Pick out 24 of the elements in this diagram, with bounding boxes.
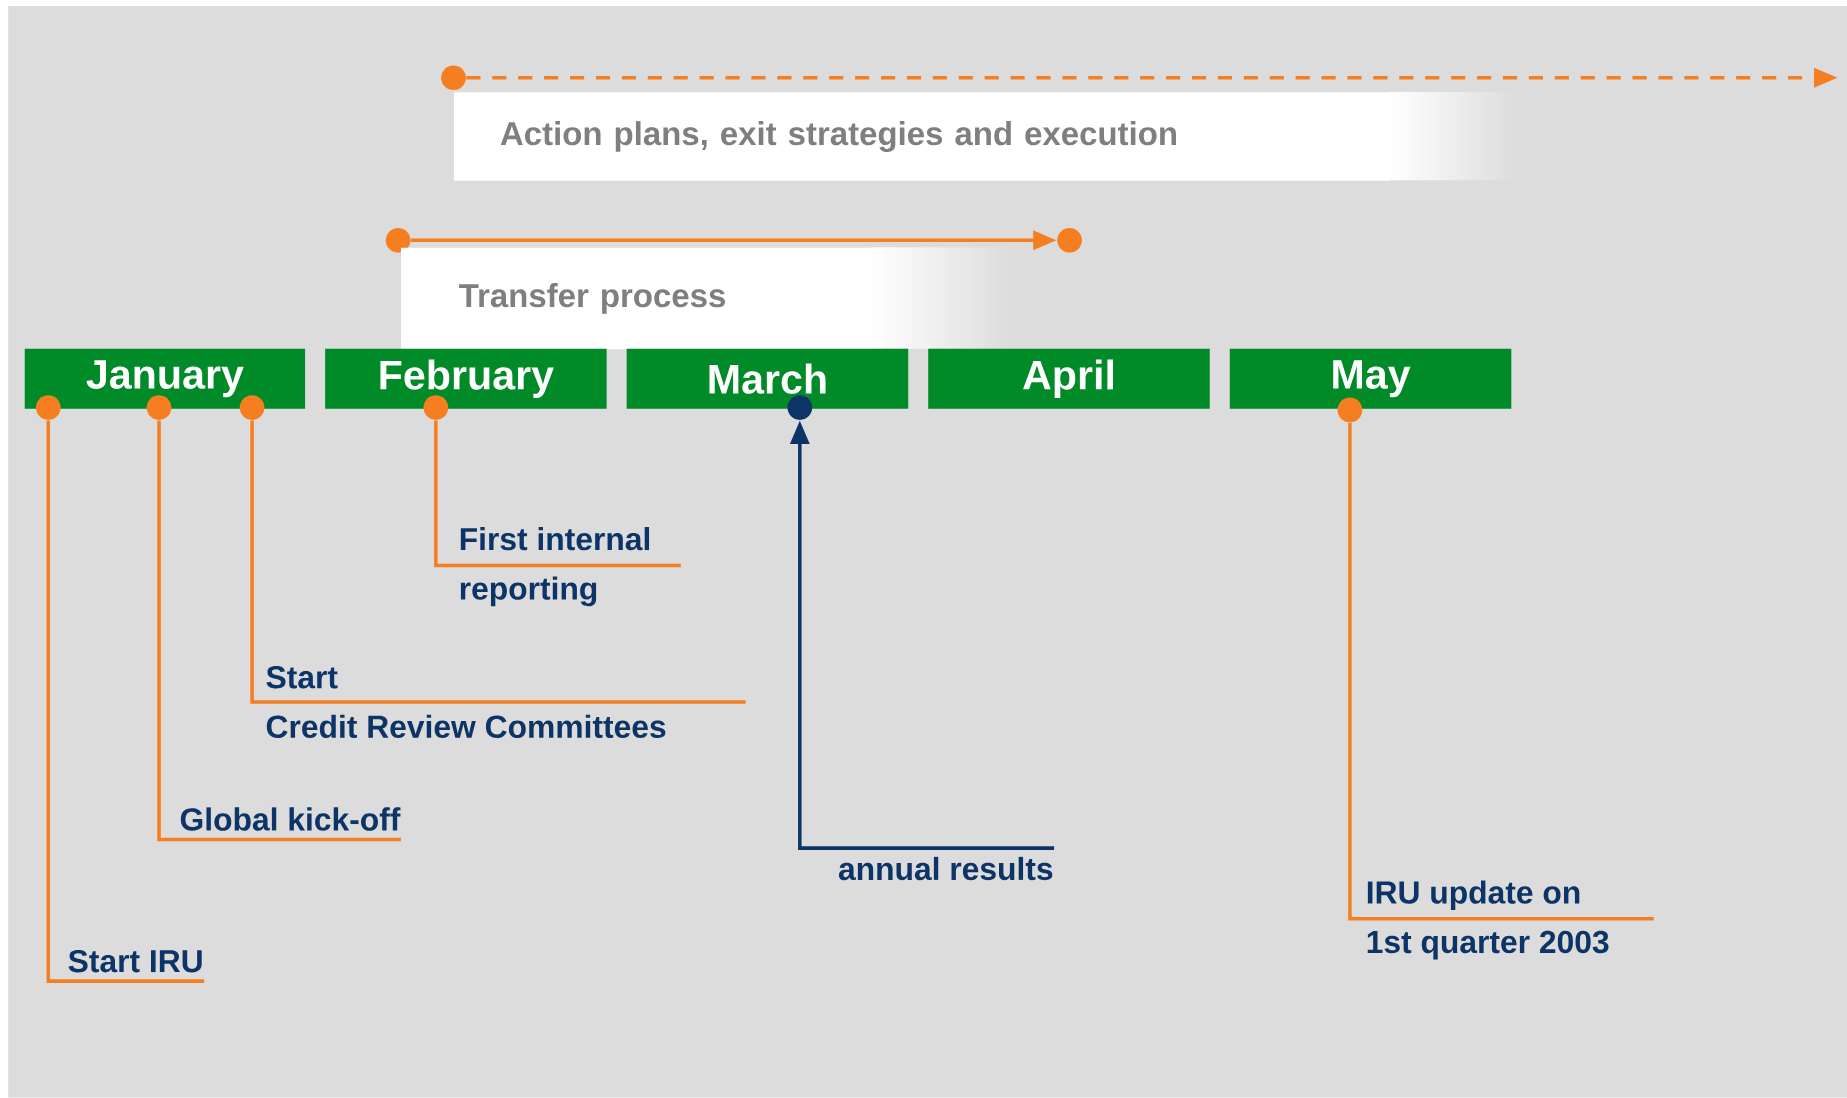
event-label: annual results xyxy=(838,856,1053,881)
phase-band: Action plans, exit strategies and execution xyxy=(454,91,1521,181)
month-bar: April xyxy=(928,348,1210,409)
leader-line xyxy=(46,420,205,983)
phase-band: Transfer process xyxy=(401,247,1014,350)
dot xyxy=(1337,397,1363,423)
leader-line xyxy=(434,420,681,568)
dot xyxy=(35,395,61,420)
event-label: Global kick-off xyxy=(180,807,401,831)
leader-line xyxy=(1348,422,1654,921)
dot xyxy=(787,395,813,420)
event-label: IRU update on 1st quarter 2003 xyxy=(1367,880,1609,960)
event-label: Start Credit Review Committees xyxy=(266,666,666,739)
dot xyxy=(385,228,411,253)
event-label: Start IRU xyxy=(68,949,202,973)
dot xyxy=(1057,228,1082,253)
leader-line xyxy=(157,420,401,842)
month-bar: January xyxy=(24,348,306,409)
leader-line xyxy=(250,420,746,704)
event-label: First internal reporting xyxy=(460,527,650,607)
month-bar: February xyxy=(325,348,607,409)
month-bar: March xyxy=(626,348,909,409)
month-bar: May xyxy=(1229,348,1512,409)
dot xyxy=(441,65,466,91)
